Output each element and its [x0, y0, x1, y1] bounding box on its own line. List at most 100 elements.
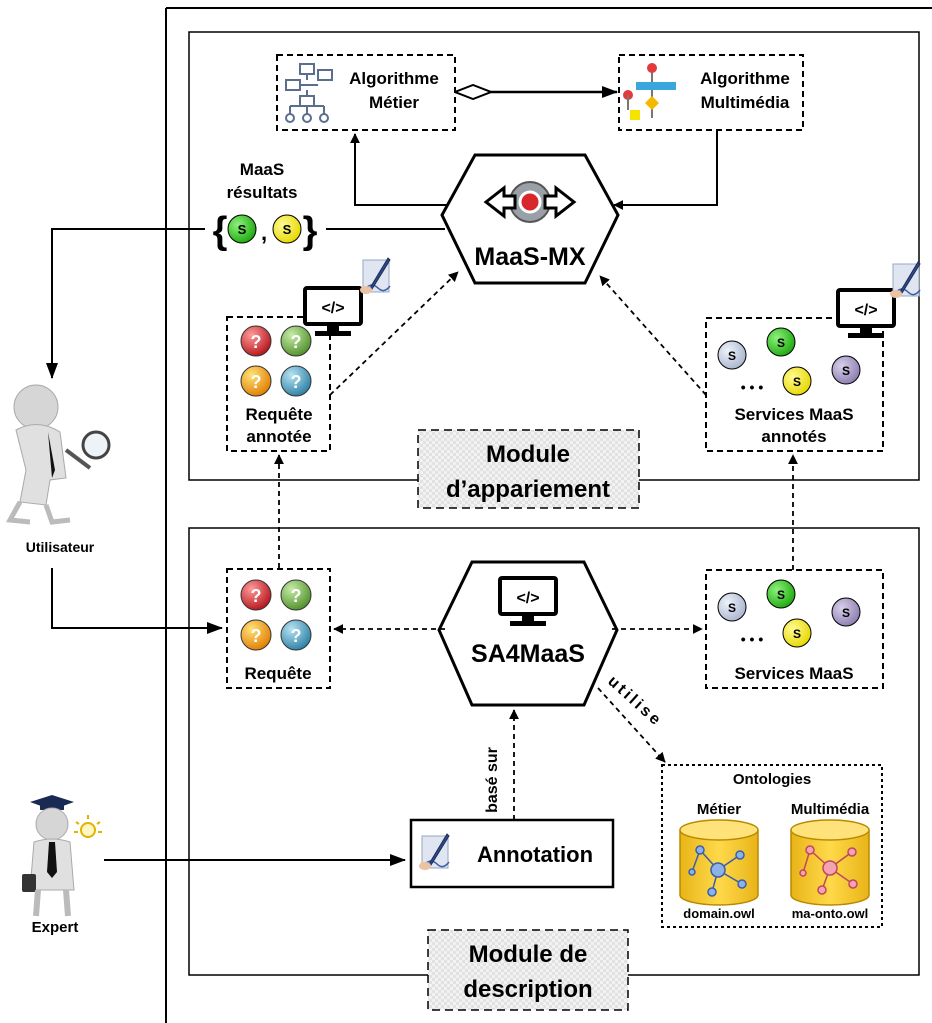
ellipsis-dots: • • • — [741, 631, 764, 647]
question-glyph: ? — [291, 332, 302, 352]
flowchart-icon — [285, 63, 333, 123]
question-glyph: ? — [291, 626, 302, 646]
lightbulb-icon — [74, 815, 102, 838]
annotation-label: Annotation — [477, 842, 593, 867]
service-green — [766, 579, 796, 609]
request-box: ? ? ? ? Requête — [226, 568, 331, 689]
service-grey — [717, 592, 747, 622]
service-glyph: S — [777, 336, 785, 350]
service-glyph: S — [842, 364, 850, 378]
question-glyph: ? — [251, 586, 262, 606]
question-glyph: ? — [291, 372, 302, 392]
question-icons: ? ? ? ? — [240, 325, 312, 397]
algo-multimedia-box: Algorithme Multimédia — [618, 54, 804, 131]
ontology-multimedia-label: Multimédia — [791, 801, 870, 818]
services-label: Services MaaS — [734, 664, 853, 683]
pen-icon — [889, 261, 921, 299]
annotated-request-line2: annotée — [246, 427, 311, 446]
service-green — [766, 327, 796, 357]
sa4maas-label: SA4MaaS — [471, 640, 585, 668]
maas-results-line2: résultats — [227, 183, 298, 202]
expert-label: Expert — [32, 919, 79, 936]
annotated-request-to-mx-edge — [329, 271, 459, 396]
user-label: Utilisateur — [26, 539, 95, 555]
annotated-request-box: ? ? ? ? Requête annotée — [226, 316, 331, 452]
annotation-box: Annotation — [409, 818, 615, 889]
expert-figure: Expert — [22, 795, 102, 936]
ontologies-box: Ontologies Métier Multimédia domain.owl — [661, 764, 883, 928]
description-module-title-line2: description — [463, 976, 592, 1003]
maas-results: MaaS résultats { S , S } — [213, 160, 318, 252]
matching-module-title-line2: d’appariement — [446, 476, 610, 503]
result-service-yellow — [272, 214, 302, 244]
results-comma: , — [261, 220, 267, 245]
annotated-services-line1: Services MaaS — [734, 405, 853, 424]
service-glyph: S — [728, 349, 736, 363]
service-grey — [717, 340, 747, 370]
question-glyph: ? — [251, 332, 262, 352]
algo-metier-box: Algorithme Métier — [276, 54, 456, 131]
ontology-multimedia-file: ma-onto.owl — [792, 906, 869, 921]
annotated-services-line2: annotés — [761, 427, 826, 446]
user-to-request-edge — [51, 568, 223, 634]
gear-arrows-icon — [483, 181, 577, 223]
service-glyph: S — [777, 588, 785, 602]
maas-results-line1: MaaS — [240, 160, 284, 179]
outer-frame — [165, 7, 932, 1023]
service-glyph: S — [793, 375, 801, 389]
sa4maas-uses-ontologies-edge — [597, 687, 666, 763]
algo-metier-line1: Algorithme — [349, 69, 439, 88]
pen-icon — [418, 833, 450, 871]
user-figure: Utilisateur — [5, 384, 111, 555]
results-to-user-edge-2 — [46, 228, 205, 379]
code-glyph: </> — [321, 300, 344, 317]
sa4maas-node: </> SA4MaaS — [437, 560, 619, 707]
monitor-icon: </> — [836, 288, 896, 340]
services-box: S S S S • • • Services MaaS — [705, 569, 884, 689]
algo-metier-line2: Métier — [369, 93, 419, 112]
service-purple — [831, 355, 861, 385]
service-purple — [831, 597, 861, 627]
uses-label: utilise — [604, 673, 665, 731]
service-yellow — [782, 618, 812, 648]
pen-icon — [359, 257, 391, 295]
algo-multimedia-line2: Multimédia — [701, 93, 790, 112]
annotated-services-to-mx-edge — [599, 275, 707, 396]
results-open-brace: { — [213, 210, 228, 252]
code-monitor-icon: </> — [498, 576, 558, 628]
ontology-business-file: domain.owl — [683, 906, 755, 921]
result-service-green — [227, 214, 257, 244]
ontologies-title: Ontologies — [733, 771, 811, 788]
algo-multimedia-line1: Algorithme — [700, 69, 790, 88]
matching-module-title-line1: Module — [486, 441, 570, 468]
ontology-business-label: Métier — [697, 801, 741, 818]
service-yellow — [782, 366, 812, 396]
question-glyph: ? — [251, 626, 262, 646]
matching-module-title-box: Module d’appariement — [417, 429, 640, 509]
service-glyph: S — [793, 627, 801, 641]
database-icon — [790, 819, 870, 906]
description-module-title-line1: Module de — [469, 941, 588, 968]
ellipsis-dots: • • • — [741, 379, 764, 395]
code-glyph: </> — [516, 590, 539, 607]
question-glyph: ? — [251, 372, 262, 392]
description-module-title-box: Module de description — [427, 929, 629, 1011]
monitor-icon: </> — [303, 286, 363, 338]
database-icon — [679, 819, 759, 906]
maas-mx-label: MaaS-MX — [474, 243, 585, 271]
results-close-brace: } — [303, 210, 318, 252]
based-on-label: basé sur — [484, 747, 501, 813]
annotated-services-box: S S S S • • • Services MaaS annotés — [705, 317, 884, 452]
service-glyph: S — [728, 601, 736, 615]
service-glyph: S — [842, 606, 850, 620]
question-glyph: ? — [291, 586, 302, 606]
code-glyph: </> — [854, 302, 877, 319]
flowchart-color-icon — [623, 63, 676, 120]
algo-multimedia-to-mx-edge — [613, 130, 718, 210]
result-service-green-glyph: S — [238, 222, 247, 237]
request-label: Requête — [244, 664, 311, 683]
mx-to-algo-metier-edge — [350, 133, 448, 206]
maas-mx-node: MaaS-MX — [440, 153, 620, 285]
annotated-request-line1: Requête — [245, 405, 312, 424]
